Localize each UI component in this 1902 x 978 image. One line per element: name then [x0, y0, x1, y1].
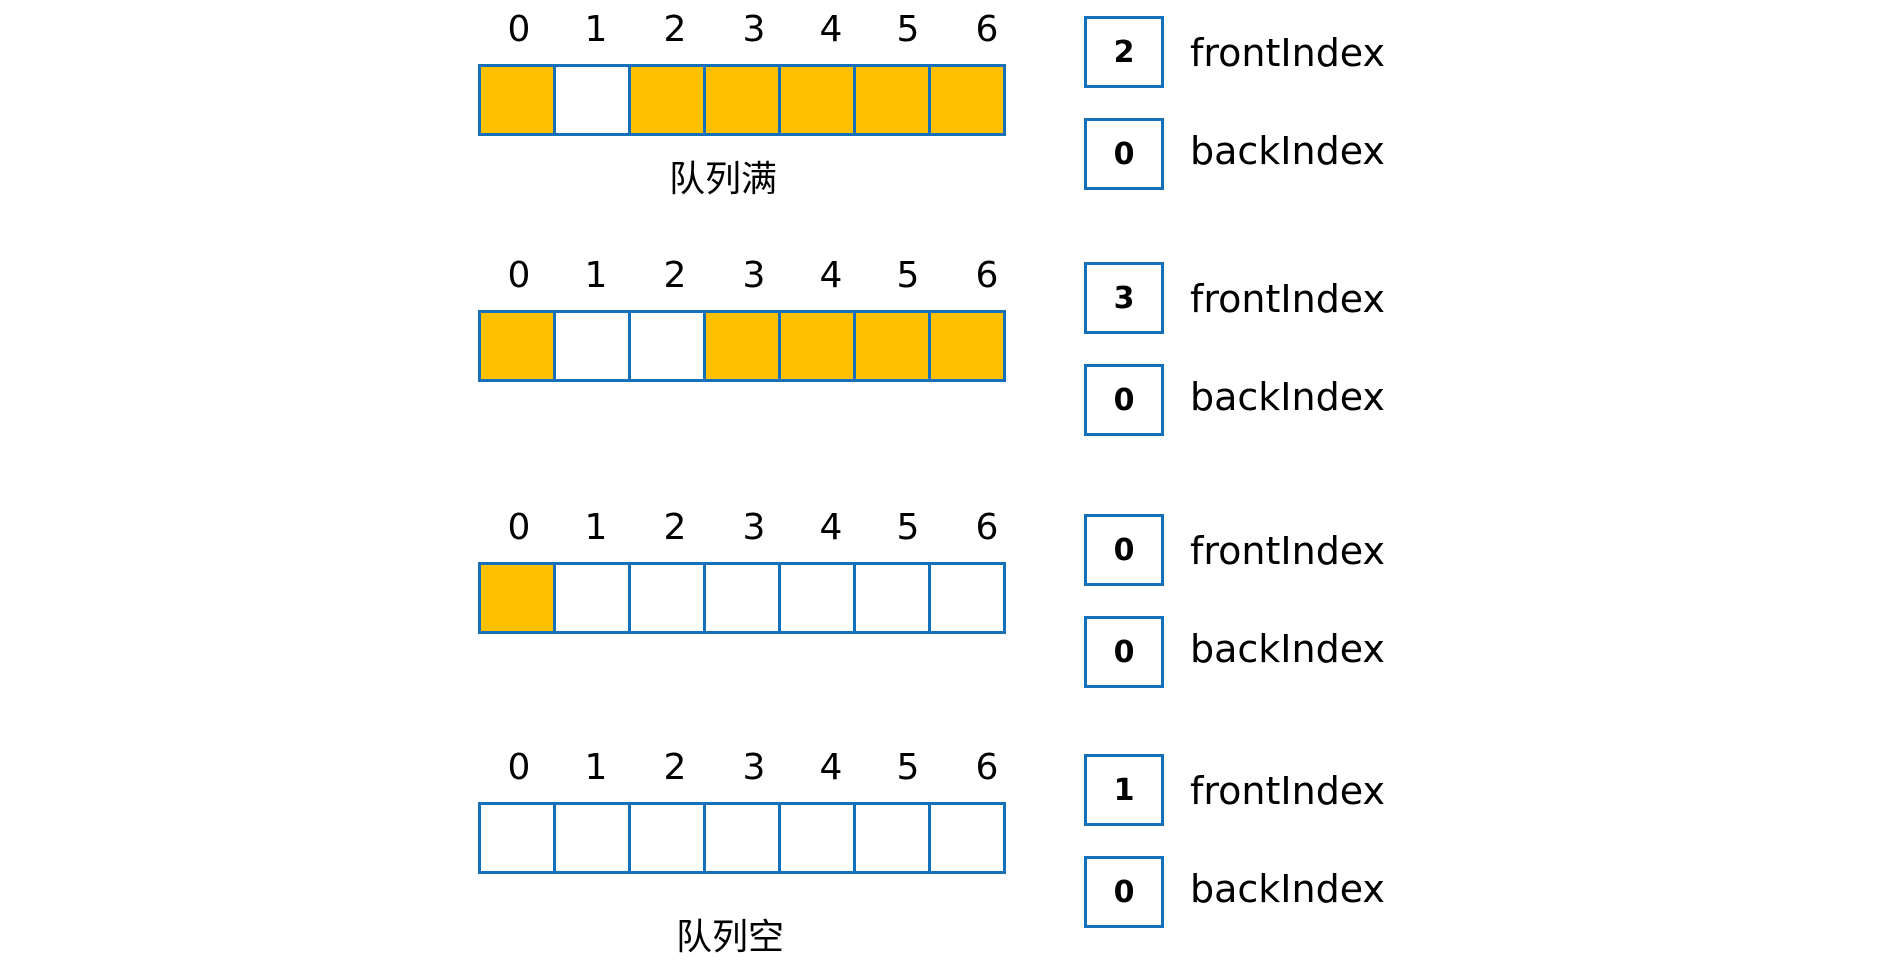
queue-cell-filled	[778, 64, 856, 136]
index-label: 5	[896, 747, 920, 788]
queue-cell-empty	[853, 562, 931, 634]
index-label: 4	[819, 255, 843, 296]
index-label: 1	[584, 9, 608, 50]
queue-cell-filled	[703, 310, 781, 382]
back-index-label: backIndex	[1190, 627, 1385, 671]
index-label: 0	[507, 9, 531, 50]
queue-cell-filled	[478, 562, 556, 634]
queue-row-3: 0 1 2 3 4 5 6 1 frontIndex 0 backIndex	[0, 748, 1902, 948]
front-index-value: 3	[1084, 262, 1164, 334]
queue-cell-empty	[928, 562, 1006, 634]
back-index-label: backIndex	[1190, 129, 1385, 173]
index-label: 0	[507, 255, 531, 296]
index-label: 4	[819, 747, 843, 788]
queue-cell-filled	[478, 310, 556, 382]
index-label: 3	[742, 9, 766, 50]
index-label: 2	[663, 747, 687, 788]
queue-array	[478, 310, 1032, 382]
queue-cell-empty	[703, 802, 781, 874]
index-label: 1	[584, 255, 608, 296]
queue-row-0: 0 1 2 3 4 5 6 2 frontIndex 0 backIndex	[0, 10, 1902, 210]
index-label: 6	[975, 507, 999, 548]
index-label: 5	[896, 9, 920, 50]
back-index-value: 0	[1084, 616, 1164, 688]
index-label: 6	[975, 747, 999, 788]
queue-cell-filled	[628, 64, 706, 136]
index-label: 2	[663, 507, 687, 548]
queue-cell-empty	[553, 64, 631, 136]
front-index-label: frontIndex	[1190, 277, 1386, 321]
queue-cell-empty	[553, 802, 631, 874]
back-index-label: backIndex	[1190, 375, 1385, 419]
queue-cell-empty	[703, 562, 781, 634]
queue-caption: 队列空	[675, 917, 784, 958]
queue-cell-empty	[628, 310, 706, 382]
back-index-value: 0	[1084, 856, 1164, 928]
index-label: 3	[742, 747, 766, 788]
front-index-value: 1	[1084, 754, 1164, 826]
index-label: 4	[819, 507, 843, 548]
index-label: 5	[896, 255, 920, 296]
queue-cell-empty	[478, 802, 556, 874]
index-label: 3	[742, 255, 766, 296]
queue-cell-empty	[628, 562, 706, 634]
index-label: 6	[975, 255, 999, 296]
queue-cell-empty	[928, 802, 1006, 874]
front-index-label: frontIndex	[1190, 31, 1386, 75]
queue-cell-filled	[853, 64, 931, 136]
front-index-label: frontIndex	[1190, 529, 1386, 573]
queue-cell-filled	[853, 310, 931, 382]
queue-cell-empty	[778, 562, 856, 634]
index-label: 0	[507, 507, 531, 548]
back-index-value: 0	[1084, 364, 1164, 436]
front-index-value: 0	[1084, 514, 1164, 586]
queue-row-1: 0 1 2 3 4 5 6 3 frontIndex 0 backIndex	[0, 256, 1902, 456]
index-label: 6	[975, 9, 999, 50]
back-index-label: backIndex	[1190, 867, 1385, 911]
back-index-value: 0	[1084, 118, 1164, 190]
queue-cell-empty	[628, 802, 706, 874]
index-label: 1	[584, 507, 608, 548]
index-label: 1	[584, 747, 608, 788]
front-index-value: 2	[1084, 16, 1164, 88]
queue-cell-filled	[928, 64, 1006, 136]
index-label: 2	[663, 9, 687, 50]
queue-cell-empty	[553, 562, 631, 634]
queue-cell-filled	[478, 64, 556, 136]
front-index-label: frontIndex	[1190, 769, 1386, 813]
queue-cell-filled	[928, 310, 1006, 382]
queue-row-2: 0 1 2 3 4 5 6 0 frontIndex 0 backIndex	[0, 508, 1902, 708]
queue-cell-filled	[703, 64, 781, 136]
queue-array	[478, 64, 1032, 136]
queue-cell-empty	[853, 802, 931, 874]
queue-cell-empty	[553, 310, 631, 382]
queue-caption: 队列满	[668, 159, 777, 200]
index-label: 2	[663, 255, 687, 296]
queue-cell-filled	[778, 310, 856, 382]
index-label: 3	[742, 507, 766, 548]
index-label: 4	[819, 9, 843, 50]
index-label: 5	[896, 507, 920, 548]
index-label: 0	[507, 747, 531, 788]
queue-array	[478, 802, 1032, 874]
queue-cell-empty	[778, 802, 856, 874]
queue-array	[478, 562, 1032, 634]
